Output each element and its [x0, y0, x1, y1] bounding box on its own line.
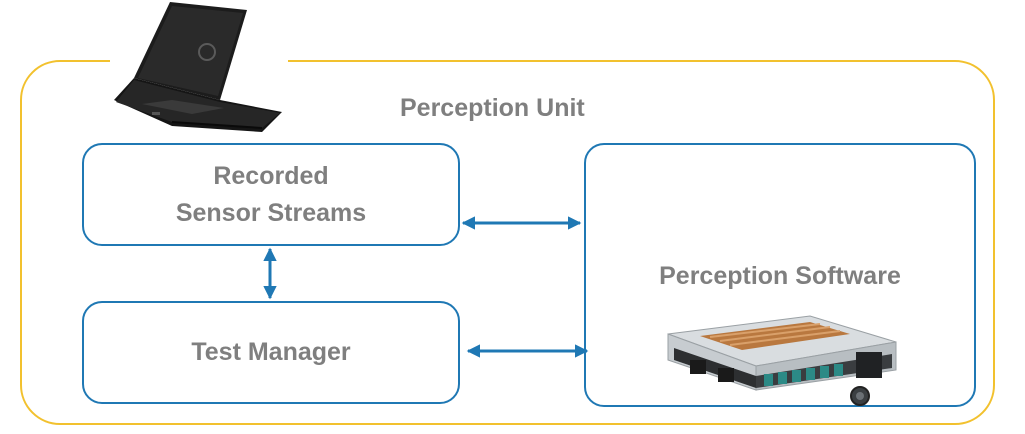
recorded-streams-line1: Recorded	[213, 162, 329, 191]
test-manager-label: Test Manager	[191, 338, 351, 367]
laptop-icon	[114, 2, 282, 132]
recorded-streams-line2: Sensor Streams	[175, 198, 367, 227]
perception-unit-title: Perception Unit	[400, 94, 585, 122]
test-manager-node: Test Manager	[82, 301, 460, 404]
perception-software-label: Perception Software	[659, 262, 901, 290]
recorded-sensor-streams-node: Recorded Sensor Streams	[82, 143, 460, 246]
compute-unit-icon	[667, 315, 897, 406]
perception-unit-frame	[20, 60, 995, 425]
perception-software-node: Perception Software	[584, 143, 976, 407]
